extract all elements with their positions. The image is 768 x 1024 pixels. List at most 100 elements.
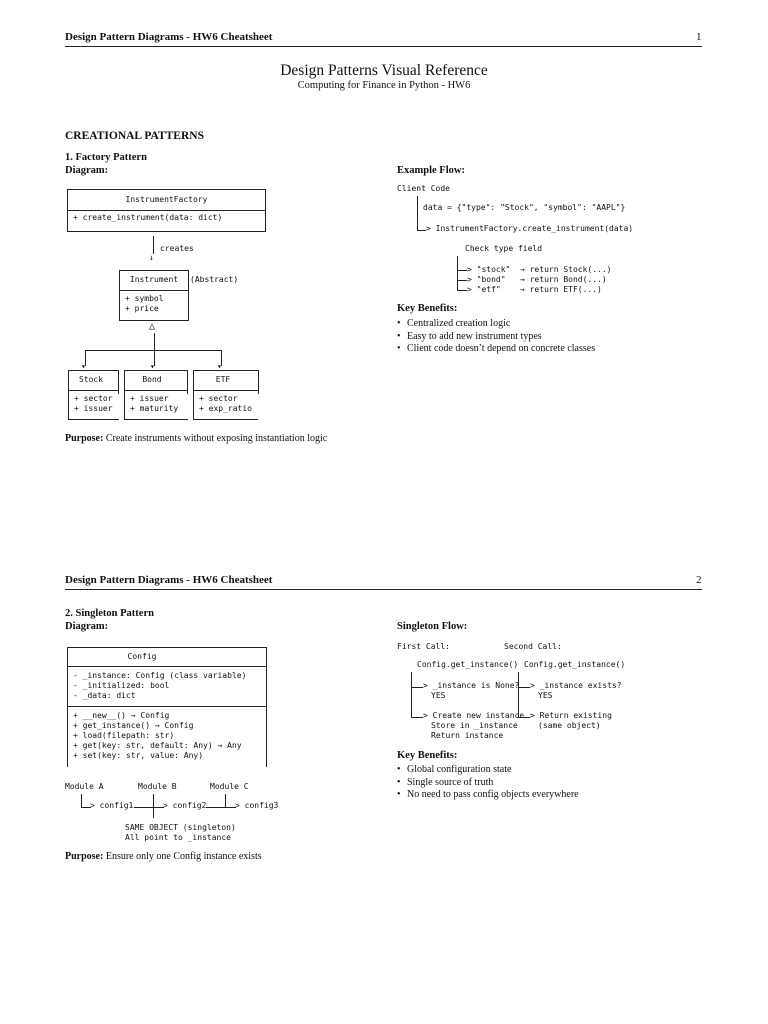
list-item: Easy to add new instrument types — [397, 331, 595, 344]
flow-line — [411, 717, 423, 718]
instrument-attr: + symbol — [125, 294, 164, 303]
list-item: Client code doesn’t depend on concrete c… — [397, 343, 595, 356]
pattern-heading: 2. Singleton Pattern — [65, 608, 154, 619]
box-edge — [187, 370, 188, 394]
subclass-attr: + sector — [74, 394, 113, 403]
etf-box — [193, 370, 258, 420]
module-connector — [81, 794, 82, 807]
flow-case: > "etf" → return ETF(...) — [467, 285, 602, 294]
arrow-down-icon: ↓ — [149, 253, 154, 262]
config-box — [67, 647, 267, 767]
arrow-down-icon: ▾ — [81, 362, 86, 371]
second-result: > Return existing — [530, 711, 612, 720]
stock-box — [68, 370, 119, 420]
purpose-label: Purpose: — [65, 433, 104, 444]
first-check-result: YES — [431, 691, 446, 700]
subclass-name: ETF — [215, 375, 231, 384]
instrument-name: Instrument — [129, 275, 179, 284]
config-method: + load(filepath: str) — [73, 731, 175, 740]
flow-case: > "stock" → return Stock(...) — [467, 265, 612, 274]
flow-line — [518, 687, 530, 688]
first-result: Store in _instance — [431, 721, 518, 730]
list-item: No need to pass config objects everywher… — [397, 789, 579, 802]
module-label: Module B — [138, 782, 177, 791]
section-heading: CREATIONAL PATTERNS — [65, 130, 204, 142]
module-connector — [153, 794, 154, 818]
purpose-line: Purpose: Create instruments without expo… — [65, 433, 327, 444]
connector — [85, 350, 222, 351]
page-number: 2 — [696, 574, 702, 586]
singleton-note: All point to _instance — [125, 833, 231, 842]
divider — [119, 290, 189, 291]
module-label: Module A — [65, 782, 104, 791]
client-code-label: Client Code — [397, 184, 450, 193]
config-reference: > config3 — [235, 801, 279, 810]
module-connector — [134, 807, 164, 808]
factory-name: InstrumentFactory — [125, 195, 208, 204]
example-flow-label: Example Flow: — [397, 165, 465, 176]
subclass-attr: + maturity — [130, 404, 179, 413]
second-invoke: Config.get_instance() — [524, 660, 626, 669]
singleton-note: SAME OBJECT (singleton) — [125, 823, 236, 832]
subclass-attr: + exp_ratio — [199, 404, 252, 413]
box-edge — [118, 370, 119, 394]
flow-line — [518, 717, 530, 718]
subclass-attr: + sector — [199, 394, 238, 403]
config-attribute: - _instance: Config (class variable) — [73, 671, 247, 680]
creates-connector — [153, 236, 154, 254]
first-result: > Create new instance — [423, 711, 525, 720]
connector — [154, 333, 155, 350]
instrument-box — [119, 270, 189, 321]
running-title: Design Pattern Diagrams - HW6 Cheatsheet — [65, 31, 273, 43]
purpose-text: Create instruments without exposing inst… — [105, 433, 328, 444]
pattern-heading: 1. Factory Pattern — [65, 152, 147, 163]
config-reference: > config2 — [163, 801, 207, 810]
config-class-name: Config — [127, 652, 157, 661]
first-result: Return instance — [431, 731, 504, 740]
subclass-name: Stock — [78, 375, 104, 384]
flow-line — [457, 256, 458, 290]
abstract-label: (Abstract) — [190, 275, 239, 284]
config-reference: > config1 — [90, 801, 134, 810]
purpose-text: Ensure only one Config instance exists — [105, 851, 262, 862]
factory-call-line: > InstrumentFactory.create_instrument(da… — [426, 224, 634, 233]
creates-label: creates — [160, 244, 194, 253]
arrow-down-icon: ▾ — [217, 362, 222, 371]
config-attribute: - _data: dict — [73, 691, 136, 700]
flow-line — [457, 290, 467, 291]
flow-line — [518, 672, 519, 717]
second-check: > _instance exists? — [530, 681, 622, 690]
bond-box — [124, 370, 188, 420]
running-title: Design Pattern Diagrams - HW6 Cheatsheet — [65, 574, 273, 586]
flow-line — [417, 230, 426, 231]
diagram-label: Diagram: — [65, 165, 109, 176]
flow-line — [457, 280, 467, 281]
purpose-label: Purpose: — [65, 851, 104, 862]
config-method: + __new__() → Config — [73, 711, 170, 720]
divider — [193, 390, 258, 391]
module-connector — [225, 794, 226, 808]
data-line: data = {"type": "Stock", "symbol": "AAPL… — [423, 203, 626, 212]
divider — [67, 210, 266, 211]
list-item: Centralized creation logic — [397, 318, 595, 331]
document-title: Design Patterns Visual Reference — [280, 62, 488, 79]
inheritance-triangle-icon: △ — [149, 321, 156, 332]
check-type-line: Check type field — [465, 244, 543, 253]
diagram-label: Diagram: — [65, 621, 109, 632]
singleton-flow-label: Singleton Flow: — [397, 621, 468, 632]
second-result: (same object) — [538, 721, 601, 730]
list-item: Single source of truth — [397, 777, 579, 790]
second-call-label: Second Call: — [504, 642, 562, 651]
module-connector — [81, 807, 91, 808]
list-item: Global configuration state — [397, 764, 579, 777]
subclass-name: Bond — [142, 375, 162, 384]
flow-case: > "bond" → return Bond(...) — [467, 275, 607, 284]
box-edge — [258, 370, 259, 394]
page-number: 1 — [696, 31, 702, 43]
first-invoke: Config.get_instance() — [417, 660, 519, 669]
header-rule — [65, 589, 702, 590]
divider — [67, 706, 267, 707]
second-check-result: YES — [538, 691, 553, 700]
subclass-attr: + issuer — [130, 394, 169, 403]
module-label: Module C — [210, 782, 249, 791]
